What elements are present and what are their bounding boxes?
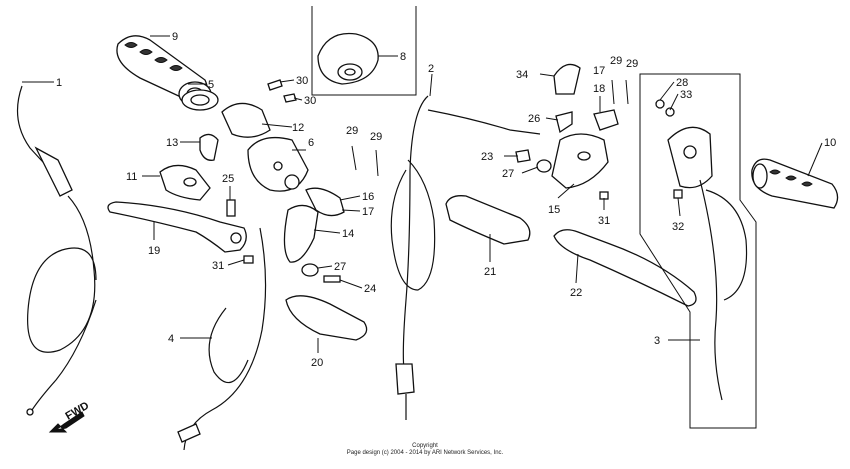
callout-34: 34 — [516, 69, 528, 81]
nut-part-31-right — [599, 191, 609, 200]
callout-17-left: 17 — [362, 206, 374, 218]
bolt-part-23 — [515, 149, 531, 163]
callout-14: 14 — [342, 228, 354, 240]
brake-lever-part-22 — [553, 229, 697, 307]
fwd-arrow-icon — [48, 411, 85, 433]
callout-17-right: 17 — [593, 65, 605, 77]
lever-cover-part-21 — [445, 195, 531, 245]
callout-11: 11 — [126, 171, 137, 183]
cover-part-13 — [199, 133, 219, 161]
bolt-part-26 — [555, 111, 573, 134]
callout-29-c: 29 — [610, 55, 622, 67]
callout-15: 15 — [548, 204, 560, 216]
callout-labels: 1 2 3 4 5 6 8 9 10 11 12 13 14 15 16 17 … — [56, 31, 836, 369]
callout-30-a: 30 — [296, 75, 308, 87]
throttle-collar-part — [181, 89, 219, 111]
screw-part-29-left — [351, 145, 379, 177]
callout-13: 13 — [166, 137, 178, 149]
callout-32: 32 — [672, 221, 684, 233]
callout-20: 20 — [311, 357, 323, 369]
callout-1: 1 — [56, 77, 62, 89]
callout-27-left: 27 — [334, 261, 346, 273]
bolt-part-24 — [323, 275, 341, 283]
callout-31-left: 31 — [212, 260, 224, 272]
lever-cover-part-20 — [285, 295, 368, 341]
adjuster-part-27-right — [536, 159, 552, 173]
callout-3: 3 — [654, 335, 660, 347]
callout-31-right: 31 — [598, 215, 610, 227]
callout-27-right: 27 — [502, 168, 514, 180]
callout-22: 22 — [570, 287, 582, 299]
callout-5: 5 — [208, 79, 214, 91]
callout-29-a: 29 — [346, 125, 358, 137]
lever-bracket-part-16 — [283, 187, 345, 263]
nut-part-31-left — [243, 255, 254, 264]
copyright-line-2: Page design (c) 2004 - 2014 by ARI Netwo… — [347, 450, 504, 456]
clutch-cable-part-1 — [16, 85, 97, 416]
inset-box — [311, 6, 417, 96]
callout-30-b: 30 — [304, 95, 316, 107]
copyright-line-1: Copyright — [412, 443, 438, 449]
callout-10: 10 — [824, 137, 836, 149]
adjuster-part-27 — [301, 263, 319, 277]
callout-28: 28 — [676, 77, 688, 89]
clamp-part-18 — [593, 109, 619, 131]
callout-24: 24 — [364, 283, 376, 295]
callout-21: 21 — [484, 266, 496, 278]
callout-4: 4 — [168, 333, 174, 345]
callout-23: 23 — [481, 151, 493, 163]
right-grip-part-10 — [751, 158, 839, 209]
switch-housing-part — [221, 102, 309, 192]
callout-19: 19 — [148, 245, 160, 257]
callout-25: 25 — [222, 173, 234, 185]
clamp-part-34 — [553, 63, 581, 95]
callout-26: 26 — [528, 113, 540, 125]
callout-2: 2 — [428, 63, 434, 75]
switch-assembly-box — [639, 73, 757, 429]
throttle-cable-part-4 — [177, 227, 267, 451]
screw-part-30a — [267, 79, 283, 91]
callout-33: 33 — [680, 89, 692, 101]
bolt-part-25 — [226, 199, 236, 217]
leader-lines — [22, 35, 823, 353]
callout-6: 6 — [308, 137, 314, 149]
callout-8: 8 — [400, 51, 406, 63]
fwd-indicator: FWD — [48, 400, 91, 433]
callout-29-b: 29 — [370, 131, 382, 143]
lever-holder-part-15 — [551, 133, 609, 189]
callout-12: 12 — [292, 122, 304, 134]
callout-18: 18 — [593, 83, 605, 95]
clutch-cable-part-2 — [390, 95, 541, 420]
callout-16: 16 — [362, 191, 374, 203]
callout-29-d: 29 — [626, 58, 638, 70]
screw-part-30b — [283, 93, 297, 103]
screw-part-29-right — [611, 79, 629, 105]
callout-9: 9 — [172, 31, 178, 43]
bracket-part-11 — [159, 164, 211, 201]
clutch-lever-part — [107, 201, 247, 253]
